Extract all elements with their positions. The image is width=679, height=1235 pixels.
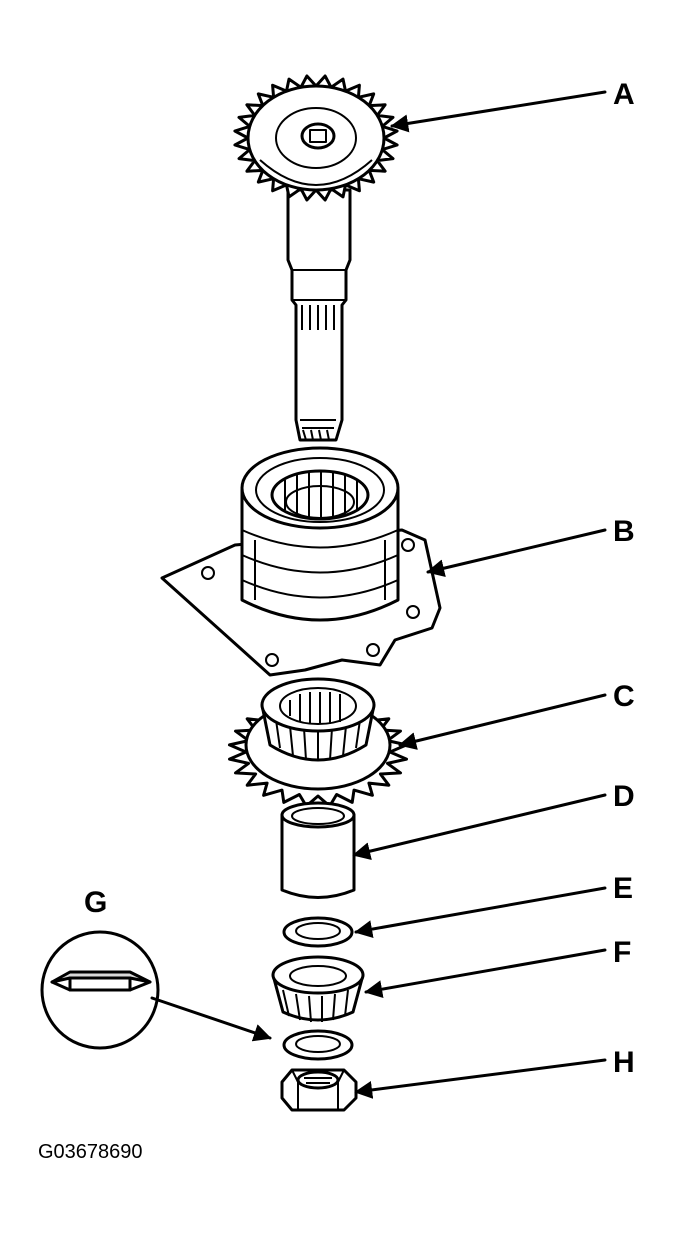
label-h: H (613, 1046, 635, 1079)
label-g: G (84, 886, 107, 919)
label-f: F (613, 936, 631, 969)
detail-g-circle (40, 930, 160, 1050)
label-d: D (613, 780, 635, 813)
part-e-washer (282, 916, 354, 948)
label-c: C (613, 680, 635, 713)
label-a: A (613, 78, 635, 111)
part-d-spacer-sleeve (280, 801, 356, 899)
label-b: B (613, 515, 635, 548)
part-h-hex-nut (280, 1068, 358, 1112)
label-e: E (613, 872, 633, 905)
leader-lines (150, 90, 607, 1099)
figure-code: G03678690 (38, 1141, 143, 1163)
part-a-gear-shaft (233, 74, 399, 442)
part-c-bevel-gear (228, 677, 408, 808)
part-g-washer (282, 1029, 354, 1061)
part-f-tapered-bearing (271, 955, 365, 1023)
part-b-bearing-housing (160, 446, 442, 677)
